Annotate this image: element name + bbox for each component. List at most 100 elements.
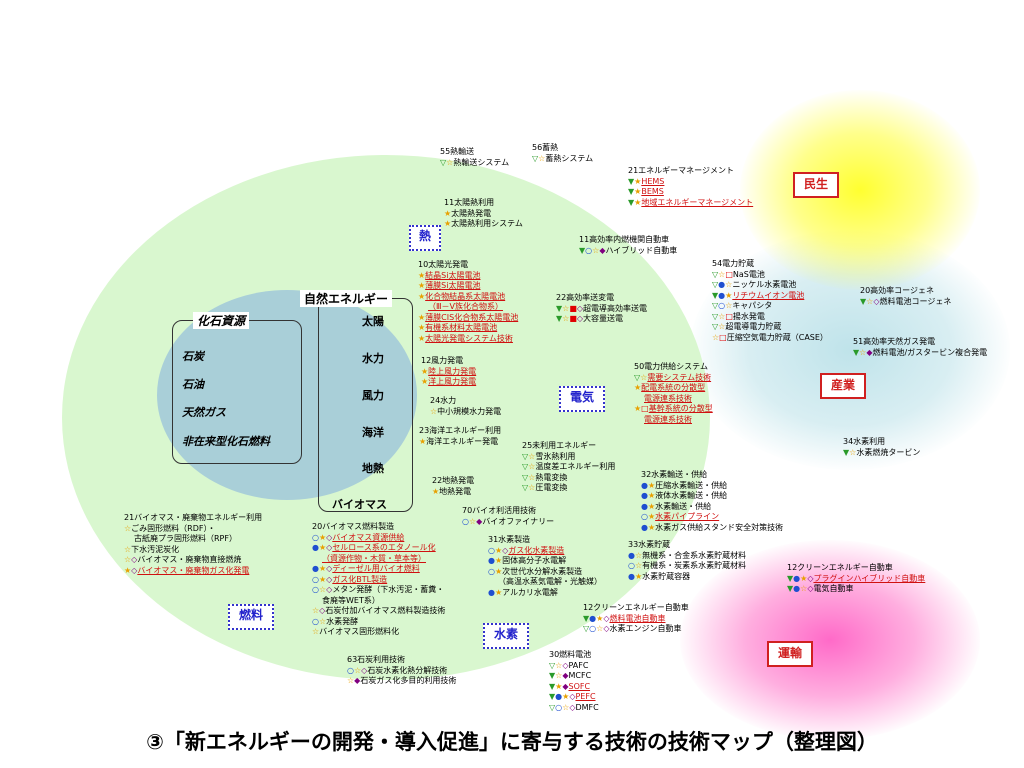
tech-link[interactable]: 太陽光発電システム技術: [425, 333, 513, 343]
tech-link[interactable]: 薄膜CIS化合物系太陽電池: [425, 312, 519, 322]
tech-item[interactable]: ○★◇ガス化BTL製造: [312, 575, 445, 586]
marker-icon: ☆: [562, 303, 570, 313]
marker-icon: ☆: [430, 406, 438, 416]
tech-item[interactable]: ▼●★◇プラグインハイブリッド自動車: [787, 574, 925, 585]
tech-link[interactable]: （資源作物・木質・草本等）: [322, 553, 426, 563]
tech-item[interactable]: ○★水素パイプライン: [641, 512, 783, 523]
hydrogen-tag: 水素: [483, 623, 529, 649]
tech-item[interactable]: ★洋上風力発電: [421, 377, 476, 388]
tech-item[interactable]: ★陸上風力発電: [421, 367, 476, 378]
tech-item[interactable]: ★化合物結晶系太陽電池: [418, 292, 518, 303]
tech-label: 水素貯蔵容器: [642, 571, 691, 581]
tech-item[interactable]: ▼★BEMS: [628, 187, 753, 198]
marker-icon: ○: [641, 512, 648, 521]
tech-item[interactable]: ●★◇ディーゼル用バイオ燃料: [312, 564, 445, 575]
tech-group: 22高効率送変電▼☆■◇超電導高効率送電▼☆■◇大容量送電: [556, 293, 647, 325]
tech-item[interactable]: ★結晶Si太陽電池: [418, 271, 518, 282]
tech-label: 中小規模水力発電: [437, 406, 502, 416]
tech-item[interactable]: ▼★◆SOFC: [549, 682, 599, 693]
marker-icon: ●: [641, 522, 648, 532]
tech-item[interactable]: ○★◇バイオマス資源供給: [312, 533, 445, 544]
tech-label: 水素エンジン自動車: [609, 624, 682, 633]
tech-label: ニッケル水素電池: [732, 280, 797, 289]
tech-link[interactable]: 水素パイプライン: [655, 512, 720, 521]
marker-icon: ☆: [124, 523, 132, 533]
tech-item[interactable]: ▼★HEMS: [628, 177, 753, 188]
tech-label: 大容量送電: [583, 314, 624, 323]
tech-item[interactable]: ▼●★◇PEFC: [549, 692, 599, 703]
tech-label: 太陽熱利用システム: [451, 219, 523, 228]
tech-link[interactable]: 燃料電池自動車: [609, 613, 666, 623]
tech-link[interactable]: 薄膜Si太陽電池: [425, 281, 481, 290]
tech-item[interactable]: 電源連系技術: [634, 415, 713, 426]
tech-link[interactable]: 基幹系統の分散型: [648, 404, 713, 413]
tech-link[interactable]: バイオマス・廃棄物ガス化発電: [137, 565, 250, 575]
tech-link[interactable]: リチウムイオン電池: [732, 290, 805, 300]
tech-link[interactable]: HEMS: [641, 176, 665, 186]
tech-label: バイオファイナリー: [482, 516, 555, 526]
tech-link[interactable]: バイオマス資源供給: [332, 532, 405, 542]
tech-label: 電気自動車: [813, 584, 854, 593]
tech-link[interactable]: 電源連系技術: [644, 393, 692, 403]
tech-item[interactable]: ★薄膜Si太陽電池: [418, 281, 518, 292]
marker-icon: ◇: [603, 624, 610, 633]
page-title: ③「新エネルギーの開発・導入促進」に寄与する技術の技術マップ（整理図）: [146, 730, 878, 754]
tech-label: 燃料電池/ガスタービン複合発電: [872, 347, 988, 357]
tech-item[interactable]: ★有機系材料太陽電池: [418, 323, 518, 334]
tech-link[interactable]: 化合物結晶系太陽電池: [425, 291, 506, 301]
tech-link[interactable]: ディーゼル用バイオ燃料: [332, 564, 420, 573]
tech-item[interactable]: ★◇バイオマス・廃棄物ガス化発電: [124, 566, 262, 577]
tech-item[interactable]: （資源作物・木質・草本等）: [312, 554, 445, 565]
tech-link[interactable]: 地域エネルギーマネージメント: [641, 197, 754, 207]
tech-item[interactable]: ▼●★◇燃料電池自動車: [583, 614, 689, 625]
tech-link[interactable]: ガス化水素製造: [508, 545, 565, 555]
tech-link[interactable]: セルロース系のエタノール化: [332, 543, 436, 552]
marker-icon: □: [719, 332, 727, 342]
marker-icon: ○: [555, 702, 563, 712]
tech-item[interactable]: 電源連系技術: [634, 394, 713, 405]
industry-tag: 産業: [820, 373, 866, 399]
tech-item[interactable]: （Ⅲ－Ⅴ族化合物系）: [418, 302, 518, 313]
tech-item: ☆◆石炭ガス化多目的利用技術: [347, 676, 456, 687]
marker-icon: ◆: [866, 347, 873, 357]
tech-item[interactable]: ★□基幹系統の分散型: [634, 404, 713, 415]
tech-link[interactable]: SOFC: [568, 681, 591, 691]
marker-icon: ★: [444, 208, 452, 218]
marker-icon: ◇: [562, 660, 569, 670]
tech-link[interactable]: 需要システム技術: [647, 372, 712, 382]
tech-link[interactable]: BEMS: [641, 187, 664, 196]
tech-label: DMFC: [575, 702, 599, 712]
marker-icon: ★: [418, 333, 426, 343]
tech-label: MCFC: [568, 671, 592, 680]
marker-icon: ▽: [522, 472, 529, 482]
tech-item[interactable]: ▼●★リチウムイオン電池: [712, 291, 828, 302]
marker-icon: ★: [634, 404, 642, 413]
marker-icon: ○: [312, 574, 319, 584]
electric-tag: 電気: [559, 386, 605, 412]
tech-link[interactable]: ガス化BTL製造: [332, 574, 388, 584]
marker-icon: ●: [793, 573, 801, 583]
tech-link[interactable]: （Ⅲ－Ⅴ族化合物系）: [428, 302, 503, 311]
tech-link[interactable]: 有機系材料太陽電池: [425, 323, 498, 332]
tech-group-title: 10太陽光発電: [418, 260, 469, 269]
tech-item[interactable]: ●★◇セルロース系のエタノール化: [312, 543, 445, 554]
tech-link[interactable]: PEFC: [575, 692, 596, 701]
tech-item[interactable]: ★薄膜CIS化合物系太陽電池: [418, 313, 518, 324]
tech-item[interactable]: ○★◇ガス化水素製造: [488, 546, 602, 557]
tech-link[interactable]: 電源連系技術: [644, 414, 692, 424]
tech-label: 下水汚泥炭化: [131, 544, 180, 554]
tech-item[interactable]: ★太陽光発電システム技術: [418, 334, 518, 345]
tech-item: ▽☆超電導電力貯蔵: [712, 322, 828, 333]
tech-link[interactable]: 洋上風力発電: [428, 377, 477, 386]
tech-item[interactable]: ★配電系統の分散型: [634, 383, 713, 394]
tech-item[interactable]: ▽☆需要システム技術: [634, 373, 713, 384]
tech-item[interactable]: ▼★地域エネルギーマネージメント: [628, 198, 753, 209]
tech-group-title: 11太陽熱利用: [444, 198, 495, 207]
tech-link[interactable]: プラグインハイブリッド自動車: [813, 573, 926, 583]
tech-link[interactable]: 結晶Si太陽電池: [425, 270, 481, 280]
tech-link[interactable]: 配電系統の分散型: [641, 383, 706, 392]
tech-item: ▼☆◆MCFC: [549, 671, 599, 682]
tech-label: 超電導電力貯蔵: [725, 322, 782, 331]
marker-icon: ★: [634, 571, 643, 581]
tech-link[interactable]: 陸上風力発電: [428, 366, 477, 376]
